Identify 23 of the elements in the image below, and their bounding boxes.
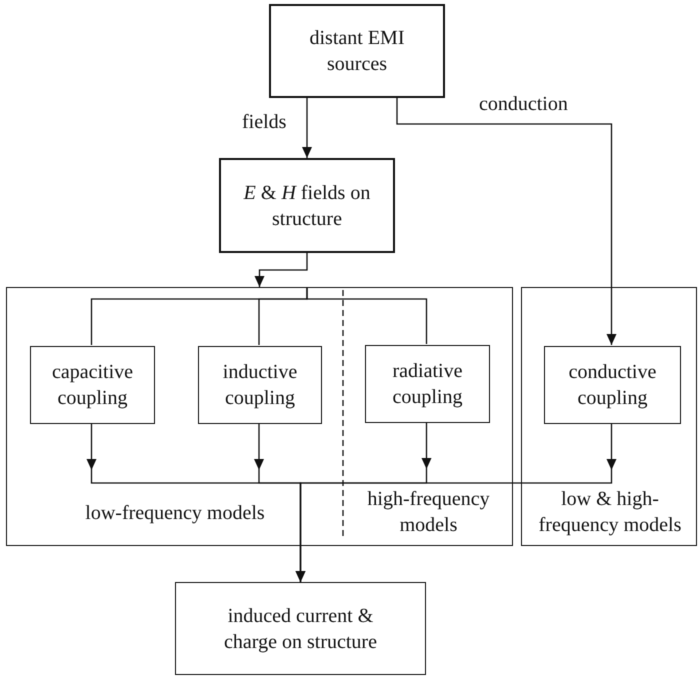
group-label: low & high-frequency models xyxy=(538,487,682,538)
group-panel xyxy=(521,287,697,546)
arrow xyxy=(302,98,312,158)
box-label: capacitive coupling xyxy=(50,360,134,411)
box-label: distant EMI sources xyxy=(308,26,406,77)
group-label: low-frequency models xyxy=(84,501,266,526)
process-box xyxy=(30,346,155,424)
group-label: high-frequency models xyxy=(366,487,491,538)
process-box xyxy=(269,4,445,98)
box-label: E & H fields on structure xyxy=(242,180,372,232)
group-panel xyxy=(6,287,513,546)
process-box xyxy=(544,346,681,424)
box-label: conductive coupling xyxy=(568,360,658,411)
process-box xyxy=(175,582,426,675)
box-label: induced current & charge on structure xyxy=(223,604,378,654)
process-box xyxy=(365,345,490,423)
box-label: inductive coupling xyxy=(222,360,298,411)
arrow xyxy=(254,253,308,287)
process-box xyxy=(219,158,395,253)
arrow xyxy=(396,98,616,345)
arrow xyxy=(296,423,616,582)
process-box xyxy=(198,346,322,424)
box-label: radiative coupling xyxy=(392,359,464,410)
